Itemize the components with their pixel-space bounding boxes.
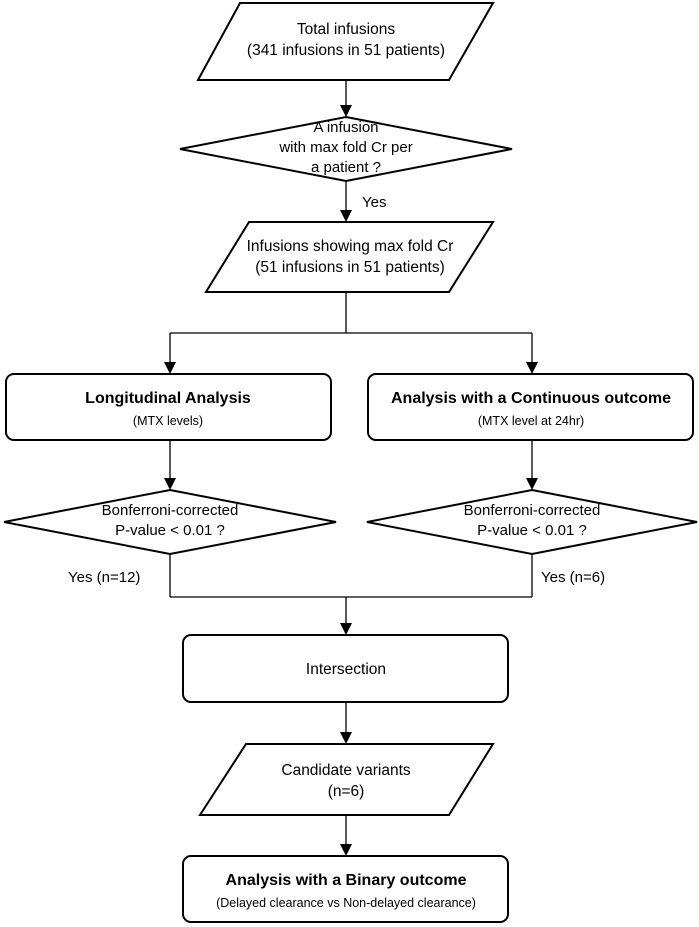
binary-analysis-node: Analysis with a Binary outcome (Delayed … <box>182 855 509 923</box>
candidates-line2: (n=6) <box>328 783 365 800</box>
yes-right-label: Yes (n=6) <box>541 569 605 586</box>
binary-analysis-box <box>182 855 509 923</box>
bonferroni-right-decision: Bonferroni-corrected P-value < 0.01 ? <box>366 488 698 556</box>
bonf-right-line1: Bonferroni-corrected <box>464 502 601 519</box>
binary-title: Analysis with a Binary outcome <box>226 872 467 889</box>
continuous-analysis-box <box>367 373 694 441</box>
arrowhead-6 <box>526 478 538 490</box>
arrowhead-7 <box>340 623 352 635</box>
decision1-line3: a patient ? <box>311 159 381 176</box>
binary-subtitle: (Delayed clearance vs Non-delayed cleara… <box>216 896 476 910</box>
intersection-label: Intersection <box>306 661 386 678</box>
max-fold-decision-node: A infusion with max fold Cr per a patien… <box>179 115 513 183</box>
longitudinal-analysis-node: Longitudinal Analysis (MTX levels) <box>5 373 332 441</box>
intersection-node: Intersection <box>182 634 509 703</box>
yes-left-label: Yes (n=12) <box>68 569 140 586</box>
max-fold-line2: (51 infusions in 51 patients) <box>255 259 445 276</box>
max-fold-infusions-node: Infusions showing max fold Cr (51 infusi… <box>204 221 495 293</box>
continuous-analysis-node: Analysis with a Continuous outcome (MTX … <box>367 373 694 441</box>
total-infusions-line1: Total infusions <box>297 21 395 38</box>
arrowhead-5 <box>164 478 176 490</box>
total-infusions-line2: (341 infusions in 51 patients) <box>247 42 445 59</box>
arrowhead-4 <box>526 362 538 374</box>
bonf-right-line2: P-value < 0.01 ? <box>477 522 587 539</box>
longitudinal-title: Longitudinal Analysis <box>85 390 251 407</box>
continuous-title: Analysis with a Continuous outcome <box>391 390 671 407</box>
bonf-left-line1: Bonferroni-corrected <box>102 502 239 519</box>
arrowhead-1 <box>340 105 352 117</box>
continuous-subtitle: (MTX level at 24hr) <box>478 414 584 428</box>
total-infusions-shape <box>196 1 495 81</box>
arrowhead-9 <box>340 844 352 856</box>
decision1-line1: A infusion <box>313 119 378 136</box>
arrowhead-8 <box>340 732 352 744</box>
max-fold-line1: Infusions showing max fold Cr <box>247 238 454 255</box>
arrowhead-3 <box>164 362 176 374</box>
candidate-variants-shape <box>198 743 495 816</box>
candidates-line1: Candidate variants <box>281 762 410 779</box>
candidate-variants-node: Candidate variants (n=6) <box>198 743 495 816</box>
decision1-line2: with max fold Cr per <box>278 139 412 156</box>
bonf-left-line2: P-value < 0.01 ? <box>115 522 225 539</box>
max-fold-infusions-shape <box>204 221 495 293</box>
decision-yes-label: Yes <box>362 194 386 211</box>
arrowhead-2 <box>340 210 352 222</box>
total-infusions-node: Total infusions (341 infusions in 51 pat… <box>196 1 495 81</box>
bonferroni-left-decision: Bonferroni-corrected P-value < 0.01 ? <box>3 488 337 556</box>
longitudinal-subtitle: (MTX levels) <box>133 414 203 428</box>
longitudinal-analysis-box <box>5 373 332 441</box>
